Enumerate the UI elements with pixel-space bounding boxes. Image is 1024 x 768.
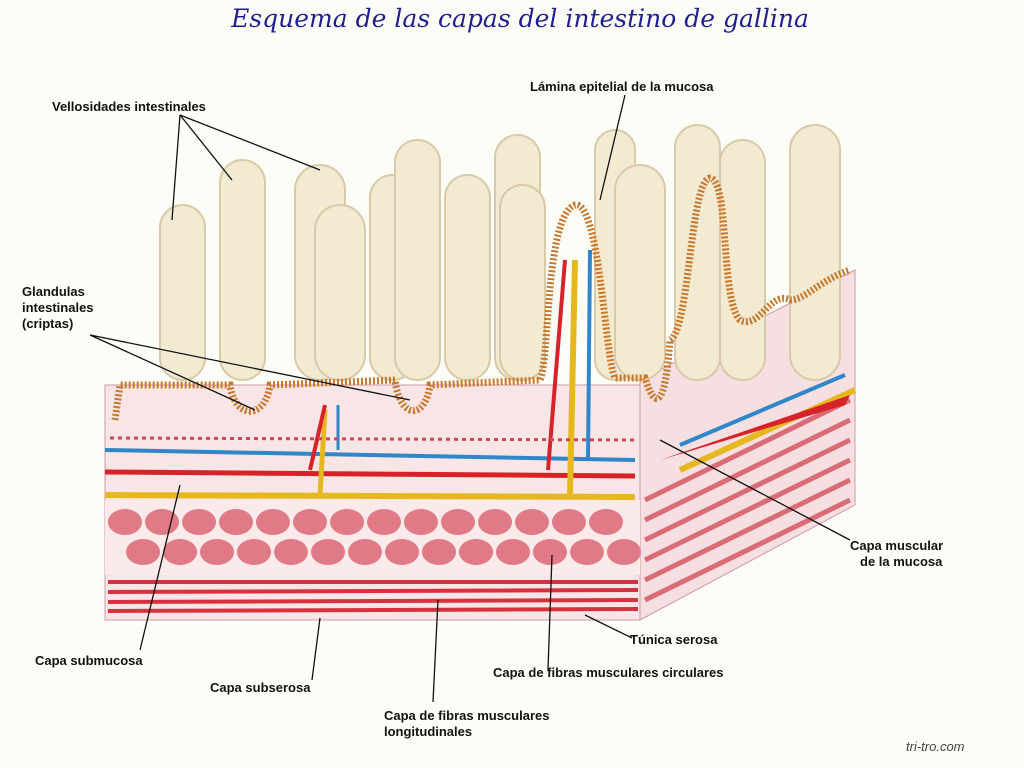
muscle-fiber-bundle bbox=[570, 539, 604, 565]
muscle-fiber-bundle bbox=[163, 539, 197, 565]
villus bbox=[444, 174, 491, 381]
diagram-title: Esquema de las capas del intestino de ga… bbox=[231, 4, 809, 33]
muscle-fiber-bundle bbox=[237, 539, 271, 565]
label-subserosa: Capa subserosa bbox=[210, 680, 311, 695]
label-longitudinal: Capa de fibras musculares longitudinales bbox=[384, 708, 549, 740]
muscle-fiber-bundle bbox=[441, 509, 475, 535]
muscle-fiber-bundle bbox=[404, 509, 438, 535]
muscle-fiber-bundle bbox=[459, 539, 493, 565]
vein bbox=[104, 448, 636, 462]
label-epithelial: Lámina epitelial de la mucosa bbox=[530, 79, 714, 94]
label-mm-line1: Capa muscular bbox=[850, 538, 944, 553]
label-glands-line1: Glandulas bbox=[22, 284, 85, 299]
muscle-fiber-bundle bbox=[256, 509, 290, 535]
label-mm-line2: de la mucosa bbox=[860, 554, 943, 569]
label-glands-line3: (criptas) bbox=[22, 316, 74, 331]
muscle-fiber-bundle bbox=[182, 509, 216, 535]
muscle-fiber-bundle bbox=[126, 539, 160, 565]
muscle-fiber-bundle bbox=[515, 509, 549, 535]
muscle-fiber-bundle bbox=[422, 539, 456, 565]
muscle-fiber-bundle bbox=[274, 539, 308, 565]
muscle-fiber-bundle bbox=[478, 509, 512, 535]
muscle-fiber-bundle bbox=[330, 509, 364, 535]
muscle-fiber-bundle bbox=[219, 509, 253, 535]
label-circular: Capa de fibras musculares circulares bbox=[493, 665, 724, 680]
muscle-fiber-bundle bbox=[496, 539, 530, 565]
muscle-fiber-bundle bbox=[385, 539, 419, 565]
villus bbox=[219, 159, 266, 381]
label-villi: Vellosidades intestinales bbox=[52, 99, 206, 114]
lymph-vessel bbox=[104, 492, 636, 500]
muscle-fiber-bundle bbox=[348, 539, 382, 565]
muscle-fiber-bundle bbox=[108, 509, 142, 535]
villus bbox=[314, 204, 366, 381]
label-glands: Glandulas intestinales (criptas) bbox=[22, 284, 94, 332]
muscle-fiber-bundle bbox=[200, 539, 234, 565]
label-serosa: Túnica serosa bbox=[630, 632, 718, 647]
muscle-fiber-bundle bbox=[145, 509, 179, 535]
muscle-fiber-bundle bbox=[533, 539, 567, 565]
villus bbox=[394, 139, 441, 381]
watermark: tri-tro.com bbox=[906, 739, 965, 754]
villus bbox=[789, 124, 841, 381]
right-muscle-stripes bbox=[643, 397, 852, 603]
label-muscularis-mucosa: Capa muscular de la mucosa bbox=[850, 538, 943, 570]
muscle-fiber-bundle bbox=[589, 509, 623, 535]
circular-muscle-blobs bbox=[108, 509, 641, 565]
villus bbox=[159, 204, 206, 381]
muscle-fiber-bundle bbox=[552, 509, 586, 535]
artery bbox=[104, 469, 636, 479]
muscle-fiber-bundle bbox=[607, 539, 641, 565]
label-glands-line2: intestinales bbox=[22, 300, 94, 315]
label-long-line1: Capa de fibras musculares bbox=[384, 708, 550, 723]
villus bbox=[719, 139, 766, 381]
muscle-fiber-bundle bbox=[311, 539, 345, 565]
label-submucosa: Capa submucosa bbox=[35, 653, 143, 668]
label-long-line2: longitudinales bbox=[384, 724, 473, 739]
muscle-fiber-bundle bbox=[293, 509, 327, 535]
epithelial-lining bbox=[111, 174, 852, 421]
muscle-fiber-bundle bbox=[367, 509, 401, 535]
intestinal-villi bbox=[159, 124, 841, 381]
